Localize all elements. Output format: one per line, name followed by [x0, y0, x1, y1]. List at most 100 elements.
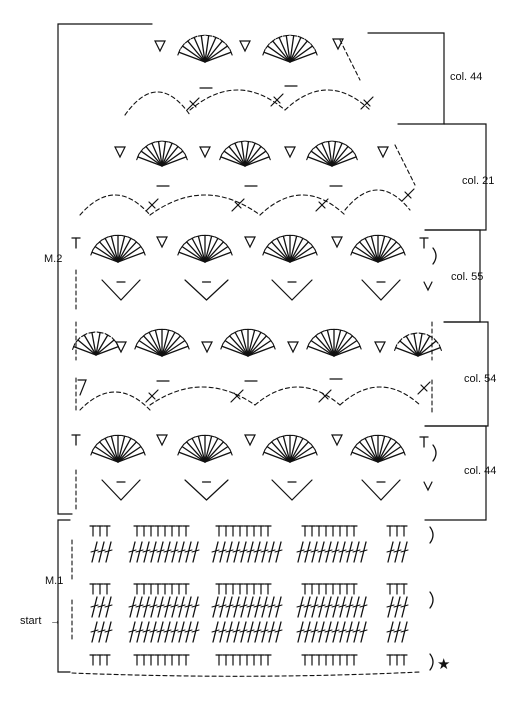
arc-r2b [189, 89, 286, 111]
fan-stitch-bar [179, 243, 185, 250]
fan-stitch [95, 334, 109, 356]
dc-bar [90, 629, 99, 633]
fan-stitch [161, 329, 170, 357]
fan-stitch-bar [171, 330, 179, 335]
x-r4a [145, 198, 159, 212]
arc-r8b [149, 386, 256, 406]
dc-d [338, 621, 347, 643]
fan-stitch [204, 51, 232, 63]
dc-bar [296, 604, 305, 608]
dc-bar [149, 629, 158, 633]
dc-stem [353, 621, 360, 643]
dc-a [97, 541, 106, 563]
dc-b [191, 596, 200, 618]
fan-stitch-bar [349, 333, 356, 339]
dc-bar [142, 549, 151, 553]
fan-stitch [185, 441, 206, 463]
fan-stitch [117, 435, 126, 463]
dc-stem [346, 596, 353, 618]
fan-stitch-bar [90, 448, 94, 456]
dc-bar [267, 629, 276, 633]
fan-stitch-bar [306, 153, 310, 161]
dc-bar [400, 549, 409, 553]
fan-stitch [151, 142, 163, 167]
dc-c [246, 596, 255, 618]
fan-stitch [289, 245, 314, 263]
dc-stem [261, 621, 268, 643]
dc-a [90, 621, 99, 643]
x-r4c [315, 198, 329, 212]
dc-stem [325, 621, 332, 643]
dc-bar [310, 604, 319, 608]
v-stitch-left [271, 279, 293, 301]
dc-b [191, 541, 200, 563]
dc-d [310, 621, 319, 643]
v-stitch-right [291, 479, 313, 501]
dc-stem [150, 541, 157, 563]
tee-row-1 [89, 525, 408, 537]
fan-stitch-bar [165, 328, 173, 332]
dc-c [260, 596, 269, 618]
dc-stem [157, 621, 164, 643]
fan-stitch [270, 241, 291, 263]
fan-stitch [395, 346, 419, 357]
dc-bar [239, 549, 248, 553]
fan-stitch [204, 451, 232, 463]
fan-stitch-bar [72, 343, 76, 350]
dc-stem [401, 621, 408, 643]
dc-stem [325, 596, 332, 618]
fan-stitch-bar [81, 333, 88, 338]
paren-r5 [432, 247, 437, 265]
dc-bar [386, 549, 395, 553]
dc-e [393, 596, 402, 618]
dc-b [170, 596, 179, 618]
fan-stitch [247, 339, 272, 357]
dc-b [149, 621, 158, 643]
fan-stitch-bar [101, 436, 109, 441]
dc-b [156, 541, 165, 563]
dc-e [400, 621, 409, 643]
fan-stitch [307, 156, 333, 167]
fan-stitch [83, 334, 97, 356]
fan-stitch [240, 329, 249, 357]
dc-bar [128, 629, 137, 633]
fan-stitch-bar [325, 140, 333, 143]
dc-bar [225, 604, 234, 608]
fan-stitch-bar [214, 436, 222, 441]
tri-r9a [156, 434, 168, 447]
dc-stem [226, 541, 233, 563]
fan-stitch-bar [290, 34, 298, 37]
fan-stitch [289, 40, 308, 63]
fan-stitch-bar [175, 144, 181, 149]
fan-stitch-bar [251, 328, 259, 332]
fan-stitch [137, 156, 163, 167]
fan-stitch [178, 51, 206, 63]
fan-stitch [135, 345, 163, 357]
dc-stem [212, 621, 219, 643]
fan-stitch-bar [229, 448, 233, 456]
fan-stitch [148, 331, 163, 357]
dc-d [352, 621, 361, 643]
dc-d [331, 541, 340, 563]
dc-stem [360, 541, 367, 563]
dc-stem [318, 621, 325, 643]
fan-stitch-bar [279, 234, 287, 238]
dc-d [303, 596, 312, 618]
dc-stem [185, 596, 192, 618]
fan-stitch [117, 445, 142, 463]
dc-bar [317, 629, 326, 633]
dc-stem [275, 596, 282, 618]
fan-stitch-bar [263, 333, 270, 339]
column-label-col-44-top: col. 44 [450, 71, 482, 83]
dc-b [142, 621, 151, 643]
fan-stitch-bar [367, 434, 375, 438]
x-stitch-b [318, 201, 326, 209]
tri-r5b [244, 236, 256, 249]
fan-stitch [247, 335, 268, 357]
section-label-m2: M.2 [44, 253, 62, 265]
fan-stitch-bar [350, 448, 354, 456]
stitch-symbols [71, 34, 442, 671]
fan-stitch [204, 235, 213, 263]
dc-stem [261, 541, 268, 563]
paren-r9 [432, 444, 437, 462]
